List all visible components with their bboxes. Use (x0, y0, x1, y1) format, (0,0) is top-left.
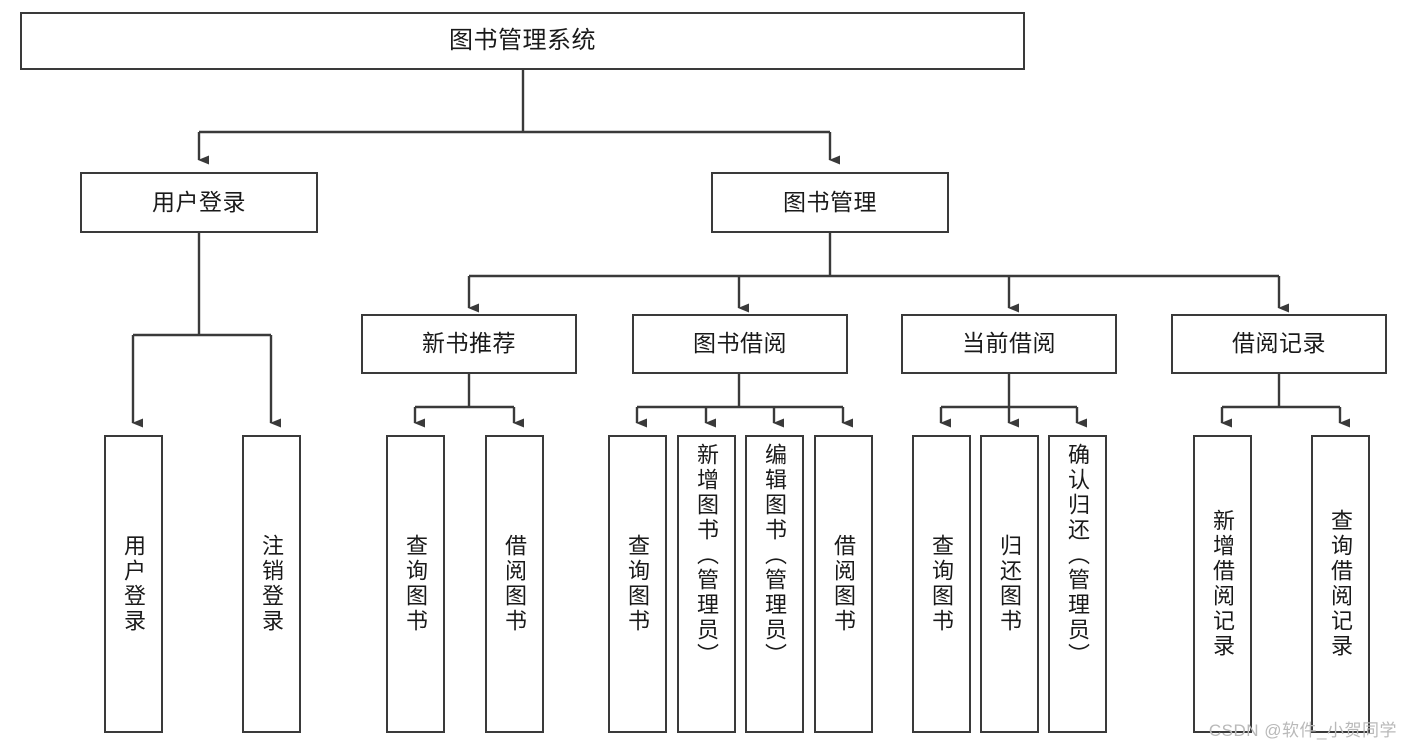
node-label: 新书推荐 (422, 330, 516, 357)
node-label: 借阅图书 (502, 534, 528, 634)
node-leaf-edit-book[interactable]: 编辑图书（管理员） (745, 435, 804, 733)
node-label: 查询图书 (929, 534, 955, 634)
node-borrow-record[interactable]: 借阅记录 (1171, 314, 1387, 374)
node-new-book-recommend[interactable]: 新书推荐 (361, 314, 577, 374)
node-label: 查询图书 (403, 534, 429, 634)
node-label: 确认归还（管理员） (1065, 443, 1091, 668)
node-label: 当前借阅 (962, 330, 1056, 357)
node-label: 借阅图书 (831, 534, 857, 634)
node-label: 查询图书 (625, 534, 651, 634)
node-book-management[interactable]: 图书管理 (711, 172, 949, 233)
node-leaf-query-record[interactable]: 查询借阅记录 (1311, 435, 1370, 733)
node-current-borrow[interactable]: 当前借阅 (901, 314, 1117, 374)
csdn-watermark: CSDN @软件_小贺同学 (1208, 721, 1397, 740)
node-leaf-borrow-book-2[interactable]: 借阅图书 (814, 435, 873, 733)
node-label: 借阅记录 (1232, 330, 1326, 357)
node-label: 用户登录 (121, 534, 147, 634)
node-label: 查询借阅记录 (1328, 509, 1354, 659)
node-label: 图书借阅 (693, 330, 787, 357)
node-leaf-add-record[interactable]: 新增借阅记录 (1193, 435, 1252, 733)
node-leaf-query-book-2[interactable]: 查询图书 (608, 435, 667, 733)
node-leaf-confirm-return[interactable]: 确认归还（管理员） (1048, 435, 1107, 733)
node-leaf-borrow-book-1[interactable]: 借阅图书 (485, 435, 544, 733)
node-label: 用户登录 (152, 188, 246, 215)
node-root-book-management-system[interactable]: 图书管理系统 (20, 12, 1025, 70)
node-leaf-user-login[interactable]: 用户登录 (104, 435, 163, 733)
node-label: 编辑图书（管理员） (762, 443, 788, 668)
node-user-login[interactable]: 用户登录 (80, 172, 318, 233)
node-label: 新增借阅记录 (1210, 509, 1236, 659)
node-label: 归还图书 (997, 534, 1023, 634)
node-leaf-logout[interactable]: 注销登录 (242, 435, 301, 733)
node-label: 图书管理系统 (449, 26, 596, 54)
node-leaf-return-book[interactable]: 归还图书 (980, 435, 1039, 733)
node-label: 图书管理 (783, 188, 877, 215)
node-leaf-query-book-3[interactable]: 查询图书 (912, 435, 971, 733)
node-book-borrow[interactable]: 图书借阅 (632, 314, 848, 374)
node-leaf-query-book-1[interactable]: 查询图书 (386, 435, 445, 733)
node-label: 注销登录 (259, 534, 285, 634)
node-leaf-add-book[interactable]: 新增图书（管理员） (677, 435, 736, 733)
node-label: 新增图书（管理员） (694, 443, 720, 668)
